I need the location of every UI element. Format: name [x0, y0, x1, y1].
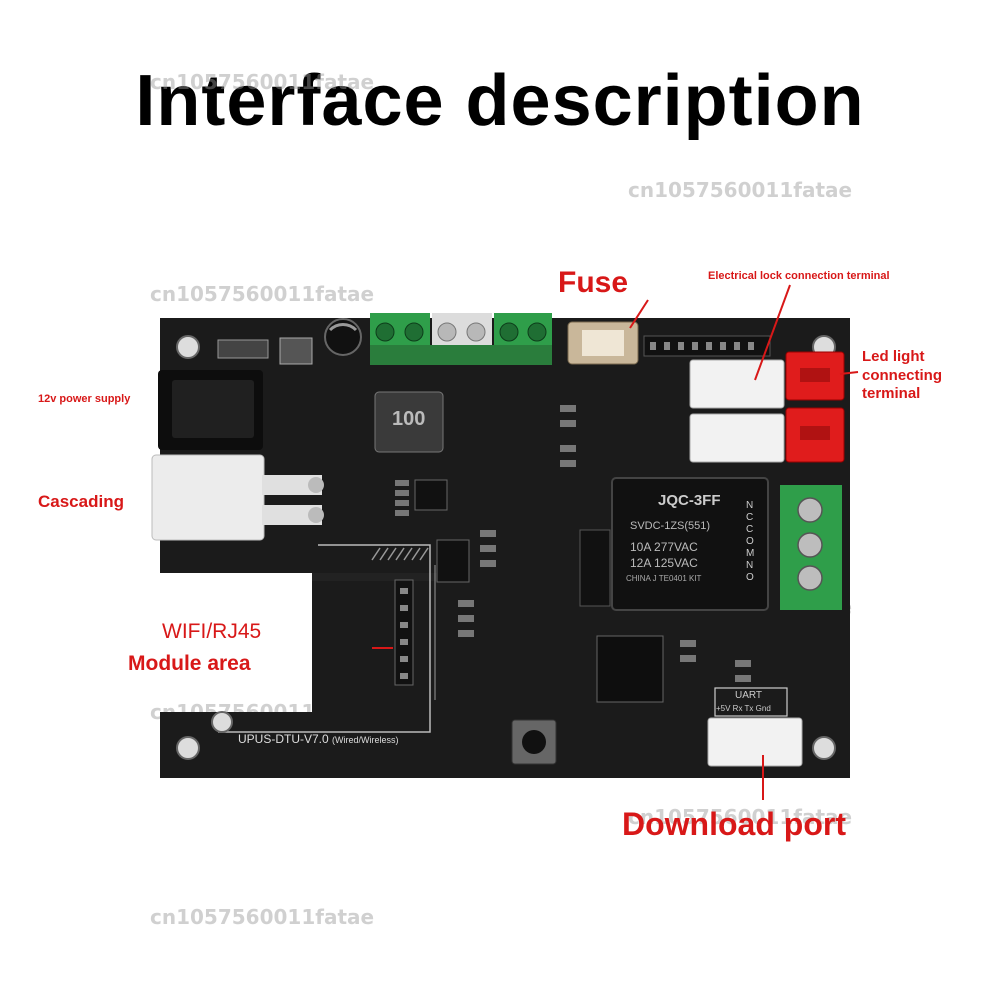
relay-terminal-label: NC COM NO	[746, 500, 755, 583]
pcb-board	[160, 318, 850, 778]
board-model: UPUS-DTU-V7.0	[238, 732, 329, 746]
power-supply-label: 12v power supply	[38, 393, 131, 405]
fuse-label: Fuse	[558, 266, 629, 299]
led-terminal-label-2: connecting	[862, 367, 943, 384]
download-port-label: Download port	[622, 806, 846, 842]
board-subtitle: (Wired/Wireless)	[332, 735, 399, 745]
watermark: cn1057560011fatae	[150, 70, 375, 94]
page-title: Interface description	[135, 61, 865, 141]
relay-label-1: JQC-3FF	[658, 492, 721, 509]
module-area-label: Module area	[128, 652, 251, 675]
watermark: cn1057560011fatae	[150, 905, 375, 929]
led-terminal-label-1: Led light	[862, 348, 925, 365]
lock-terminal-label: Electrical lock connection terminal	[708, 270, 890, 282]
relay-label-3: 10A 277VAC	[630, 540, 698, 554]
wifi-rj45-label: WIFI/RJ45	[162, 620, 262, 643]
relay-label-4: 12A 125VAC	[630, 556, 698, 570]
uart-label: UART	[735, 690, 763, 701]
inductor-label: 100	[392, 408, 426, 430]
uart-pins-label: +5V Rx Tx Gnd	[716, 704, 771, 713]
watermark: cn1057560011fatae	[150, 282, 375, 306]
watermark: cn1057560011fatae	[628, 805, 853, 829]
cascading-label: Cascading	[38, 492, 124, 511]
relay-label-2: SVDC-1ZS(551)	[630, 520, 711, 532]
watermark: cn1057560011fatae	[628, 178, 853, 202]
relay-label-5: CHINA J TE0401 KIT	[626, 574, 702, 583]
led-terminal-label-3: terminal	[862, 385, 921, 402]
board-name: UPUS-DTU-V7.0 (Wired/Wireless)	[238, 732, 399, 746]
